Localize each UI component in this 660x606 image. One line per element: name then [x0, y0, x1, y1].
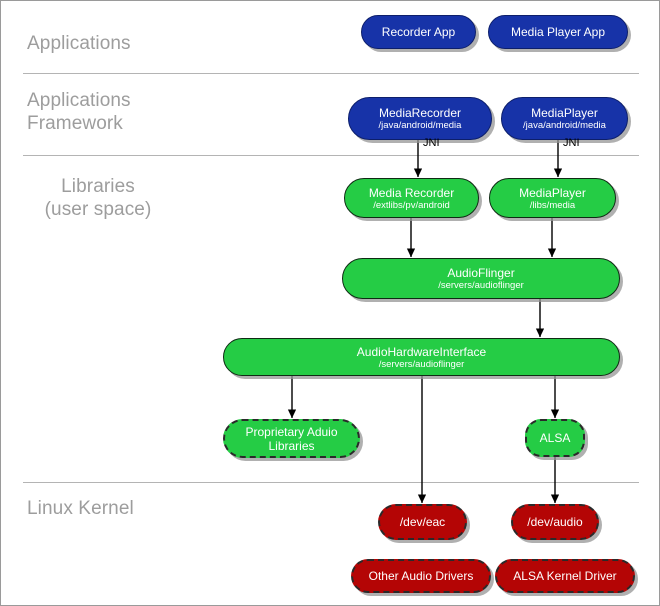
node-media-recorder-lib[interactable]: Media Recorder /extlibs/pv/android	[344, 178, 479, 218]
node-title: Media Player App	[510, 25, 606, 39]
divider-libraries	[23, 482, 639, 483]
node-subtitle: /libs/media	[529, 199, 576, 211]
node-title: MediaRecorder	[378, 106, 462, 120]
node-title: Other Audio Drivers	[368, 569, 474, 583]
node-title: AudioHardwareInterface	[356, 344, 487, 359]
node-subtitle: /java/android/media	[523, 120, 606, 131]
node-subtitle: /servers/audioflinger	[378, 358, 465, 370]
node-dev-audio[interactable]: /dev/audio	[511, 504, 599, 540]
node-mediaplayer-lib[interactable]: MediaPlayer /libs/media	[489, 178, 616, 218]
node-media-player-app[interactable]: Media Player App	[488, 15, 628, 49]
node-dev-eac[interactable]: /dev/eac	[378, 504, 467, 540]
node-subtitle: /extlibs/pv/android	[373, 199, 450, 211]
node-title: /dev/audio	[527, 515, 583, 529]
node-title: /dev/eac	[399, 515, 446, 529]
node-title: ALSA	[539, 431, 571, 445]
layer-label-applications-framework: Applications Framework	[27, 90, 131, 134]
layer-label-applications: Applications	[27, 33, 131, 54]
layer-label-libraries: Libraries (user space)	[44, 176, 152, 220]
node-title: MediaPlayer	[519, 185, 586, 200]
node-proprietary-audio-libs[interactable]: Proprietary Aduio Libraries	[223, 419, 360, 458]
node-title: Media Recorder	[368, 185, 455, 200]
node-subtitle: /java/android/media	[378, 120, 462, 131]
node-other-audio-drivers[interactable]: Other Audio Drivers	[351, 559, 491, 593]
node-subtitle: /servers/audioflinger	[438, 280, 524, 291]
node-recorder-app[interactable]: Recorder App	[361, 15, 476, 49]
node-alsa[interactable]: ALSA	[525, 419, 585, 457]
node-alsa-kernel-driver[interactable]: ALSA Kernel Driver	[495, 559, 635, 593]
node-mediaplayer-framework[interactable]: MediaPlayer /java/android/media	[501, 97, 628, 140]
node-audiohardwareinterface[interactable]: AudioHardwareInterface /servers/audiofli…	[223, 338, 620, 376]
node-title: Proprietary Aduio Libraries	[245, 424, 338, 453]
node-title: MediaPlayer	[531, 106, 598, 120]
node-title: AudioFlinger	[447, 266, 515, 280]
edge-label-jni-recorder: JNI	[423, 137, 440, 149]
divider-framework	[23, 155, 639, 156]
divider-applications	[23, 73, 639, 74]
node-mediarecorder-framework[interactable]: MediaRecorder /java/android/media	[348, 97, 492, 140]
layer-label-linux-kernel: Linux Kernel	[27, 498, 134, 519]
edge-label-jni-player: JNI	[563, 137, 580, 149]
node-title: Recorder App	[381, 25, 456, 39]
node-audioflinger[interactable]: AudioFlinger /servers/audioflinger	[342, 258, 620, 299]
node-title: ALSA Kernel Driver	[513, 569, 617, 583]
